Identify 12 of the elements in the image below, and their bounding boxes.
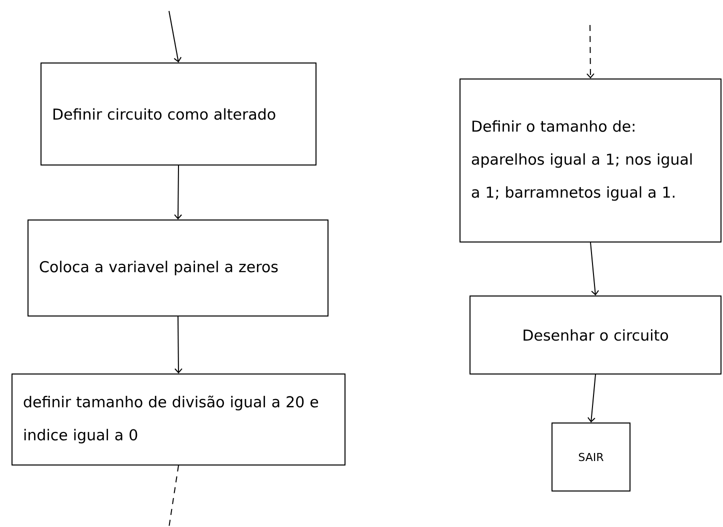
process-box: Definir circuito como alterado: [40, 62, 316, 166]
arrow: [586, 24, 594, 78]
process-box: Coloca a variavel painel a zeros: [28, 220, 328, 316]
arrow: [174, 316, 182, 374]
process-box: Desenhar o circuito: [470, 296, 722, 374]
process-box: definir tamanho de divisão igual a 20 e indice igual a 0: [12, 374, 346, 466]
arrow: [174, 165, 182, 220]
arrow: [587, 374, 596, 422]
exit-box: SAIR: [552, 422, 630, 492]
process-box: Definir o tamanho de: aparelhos igual a 1; nos igual a 1; barramnetos igual a 1.: [460, 78, 722, 242]
arrow: [590, 242, 600, 296]
arrow: [168, 10, 182, 62]
